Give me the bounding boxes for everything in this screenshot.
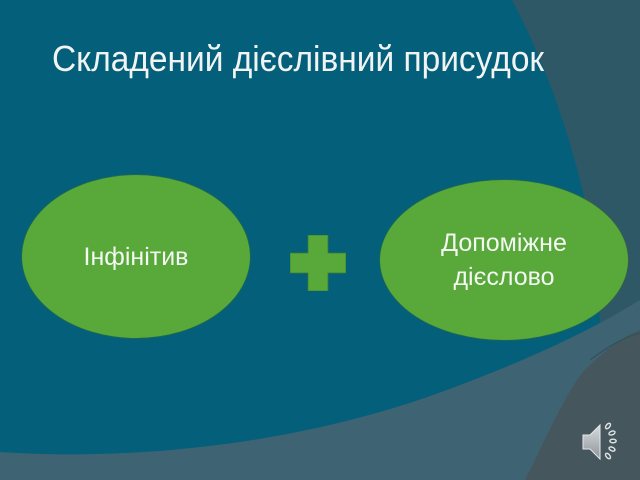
- speaker-icon[interactable]: [580, 420, 624, 464]
- infinitive-shape: Інфінітив: [22, 175, 250, 338]
- slide-title: Складений дієслівний присудок: [52, 38, 545, 79]
- auxiliary-verb-line2: дієслово: [453, 263, 555, 291]
- auxiliary-verb-shape: Допоміжне дієслово: [380, 180, 628, 340]
- infinitive-label: Інфінітив: [83, 242, 189, 271]
- auxiliary-verb-line1: Допоміжне: [441, 229, 567, 257]
- plus-icon: [290, 235, 346, 291]
